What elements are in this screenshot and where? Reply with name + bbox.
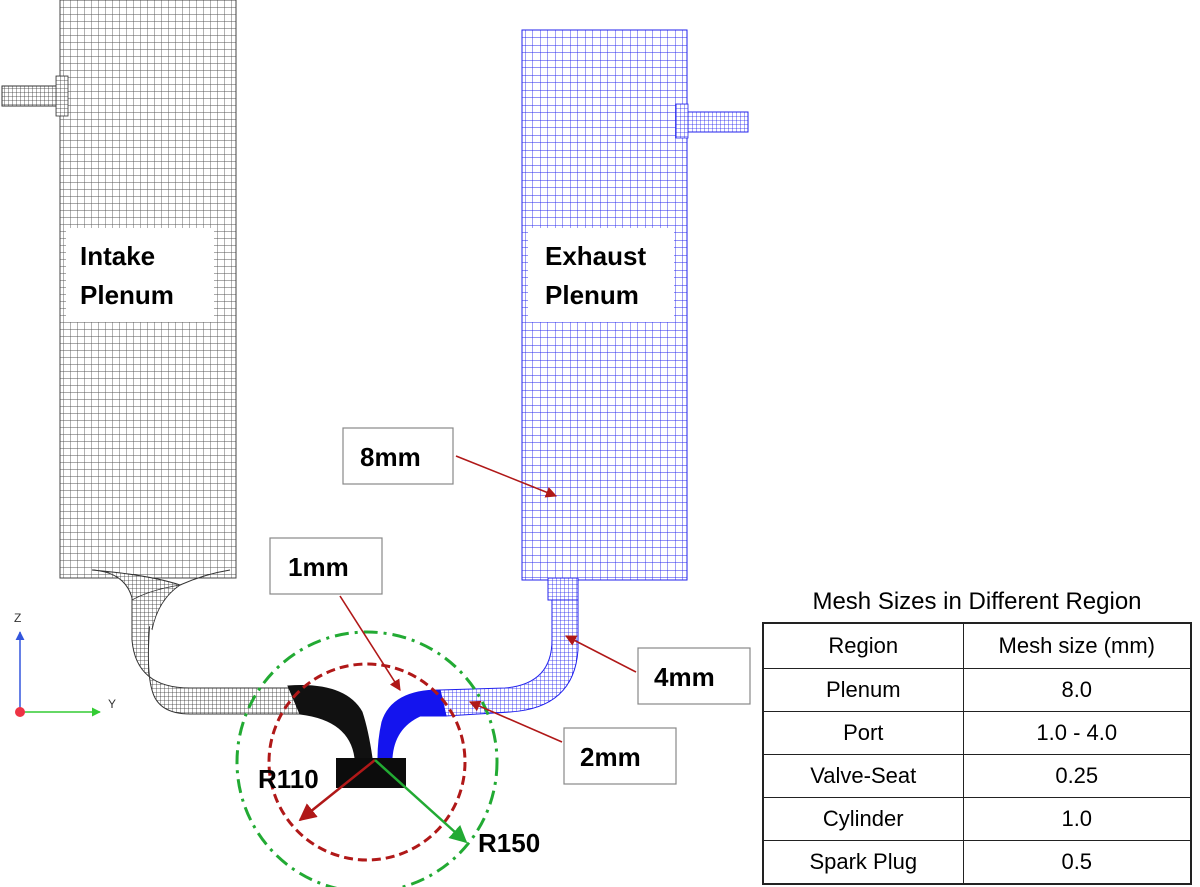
callout-1mm: 1mm — [288, 552, 349, 582]
cell-mesh-size: 0.5 — [962, 840, 1192, 885]
exhaust-label-line2: Plenum — [545, 280, 639, 310]
cell-mesh-size: 0.25 — [962, 754, 1192, 798]
arrow-8mm — [455, 455, 558, 498]
table-header-row: Region Mesh size (mm) — [762, 622, 1192, 669]
intake-label-line2: Plenum — [80, 280, 174, 310]
exhaust-label-box — [528, 228, 674, 322]
header-region: Region — [762, 622, 964, 669]
r110-arrow — [298, 759, 376, 822]
arrow-2mm — [468, 700, 563, 743]
mesh-table: Region Mesh size (mm) Plenum 8.0 Port 1.… — [762, 622, 1192, 885]
table-row: Valve-Seat 0.25 — [762, 754, 1192, 798]
intake-label-line1: Intake — [80, 241, 155, 271]
table-row: Cylinder 1.0 — [762, 797, 1192, 841]
mesh-size-table: Mesh Sizes in Different Region Region Me… — [762, 584, 1192, 885]
axes-triad: Z Y — [14, 611, 116, 717]
cell-region: Cylinder — [762, 797, 964, 841]
table-row: Spark Plug 0.5 — [762, 840, 1192, 885]
table-row: Plenum 8.0 — [762, 668, 1192, 712]
inner-circle-r110 — [267, 662, 467, 862]
table-title: Mesh Sizes in Different Region — [812, 588, 1142, 615]
exhaust-port — [377, 577, 579, 759]
r150-arrow — [374, 759, 468, 844]
cell-region: Valve-Seat — [762, 754, 964, 798]
axis-z-label: Z — [14, 611, 21, 625]
r110-label: R110 — [258, 764, 319, 794]
r150-label: R150 — [478, 828, 540, 858]
callout-2mm-box — [563, 727, 677, 785]
callout-4mm-box — [637, 647, 751, 705]
cell-mesh-size: 1.0 — [962, 797, 1192, 841]
exhaust-label-line1: Exhaust — [545, 241, 646, 271]
intake-label-box — [66, 228, 214, 322]
callout-8mm: 8mm — [360, 442, 421, 472]
cell-mesh-size: 1.0 - 4.0 — [962, 711, 1192, 755]
cell-region: Plenum — [762, 668, 964, 712]
callout-2mm: 2mm — [580, 742, 641, 772]
outer-circle-r150 — [235, 630, 499, 887]
cell-region: Port — [762, 711, 964, 755]
arrow-1mm — [339, 595, 401, 691]
header-mesh-size: Mesh size (mm) — [962, 622, 1192, 669]
axis-y-label: Y — [108, 697, 116, 711]
callout-4mm: 4mm — [654, 662, 715, 692]
callout-1mm-box — [269, 537, 383, 595]
cell-mesh-size: 8.0 — [962, 668, 1192, 712]
table-row: Port 1.0 - 4.0 — [762, 711, 1192, 755]
cell-region: Spark Plug — [762, 840, 964, 885]
intake-port — [91, 569, 373, 759]
arrow-4mm — [565, 635, 637, 673]
callout-8mm-box — [342, 427, 454, 485]
